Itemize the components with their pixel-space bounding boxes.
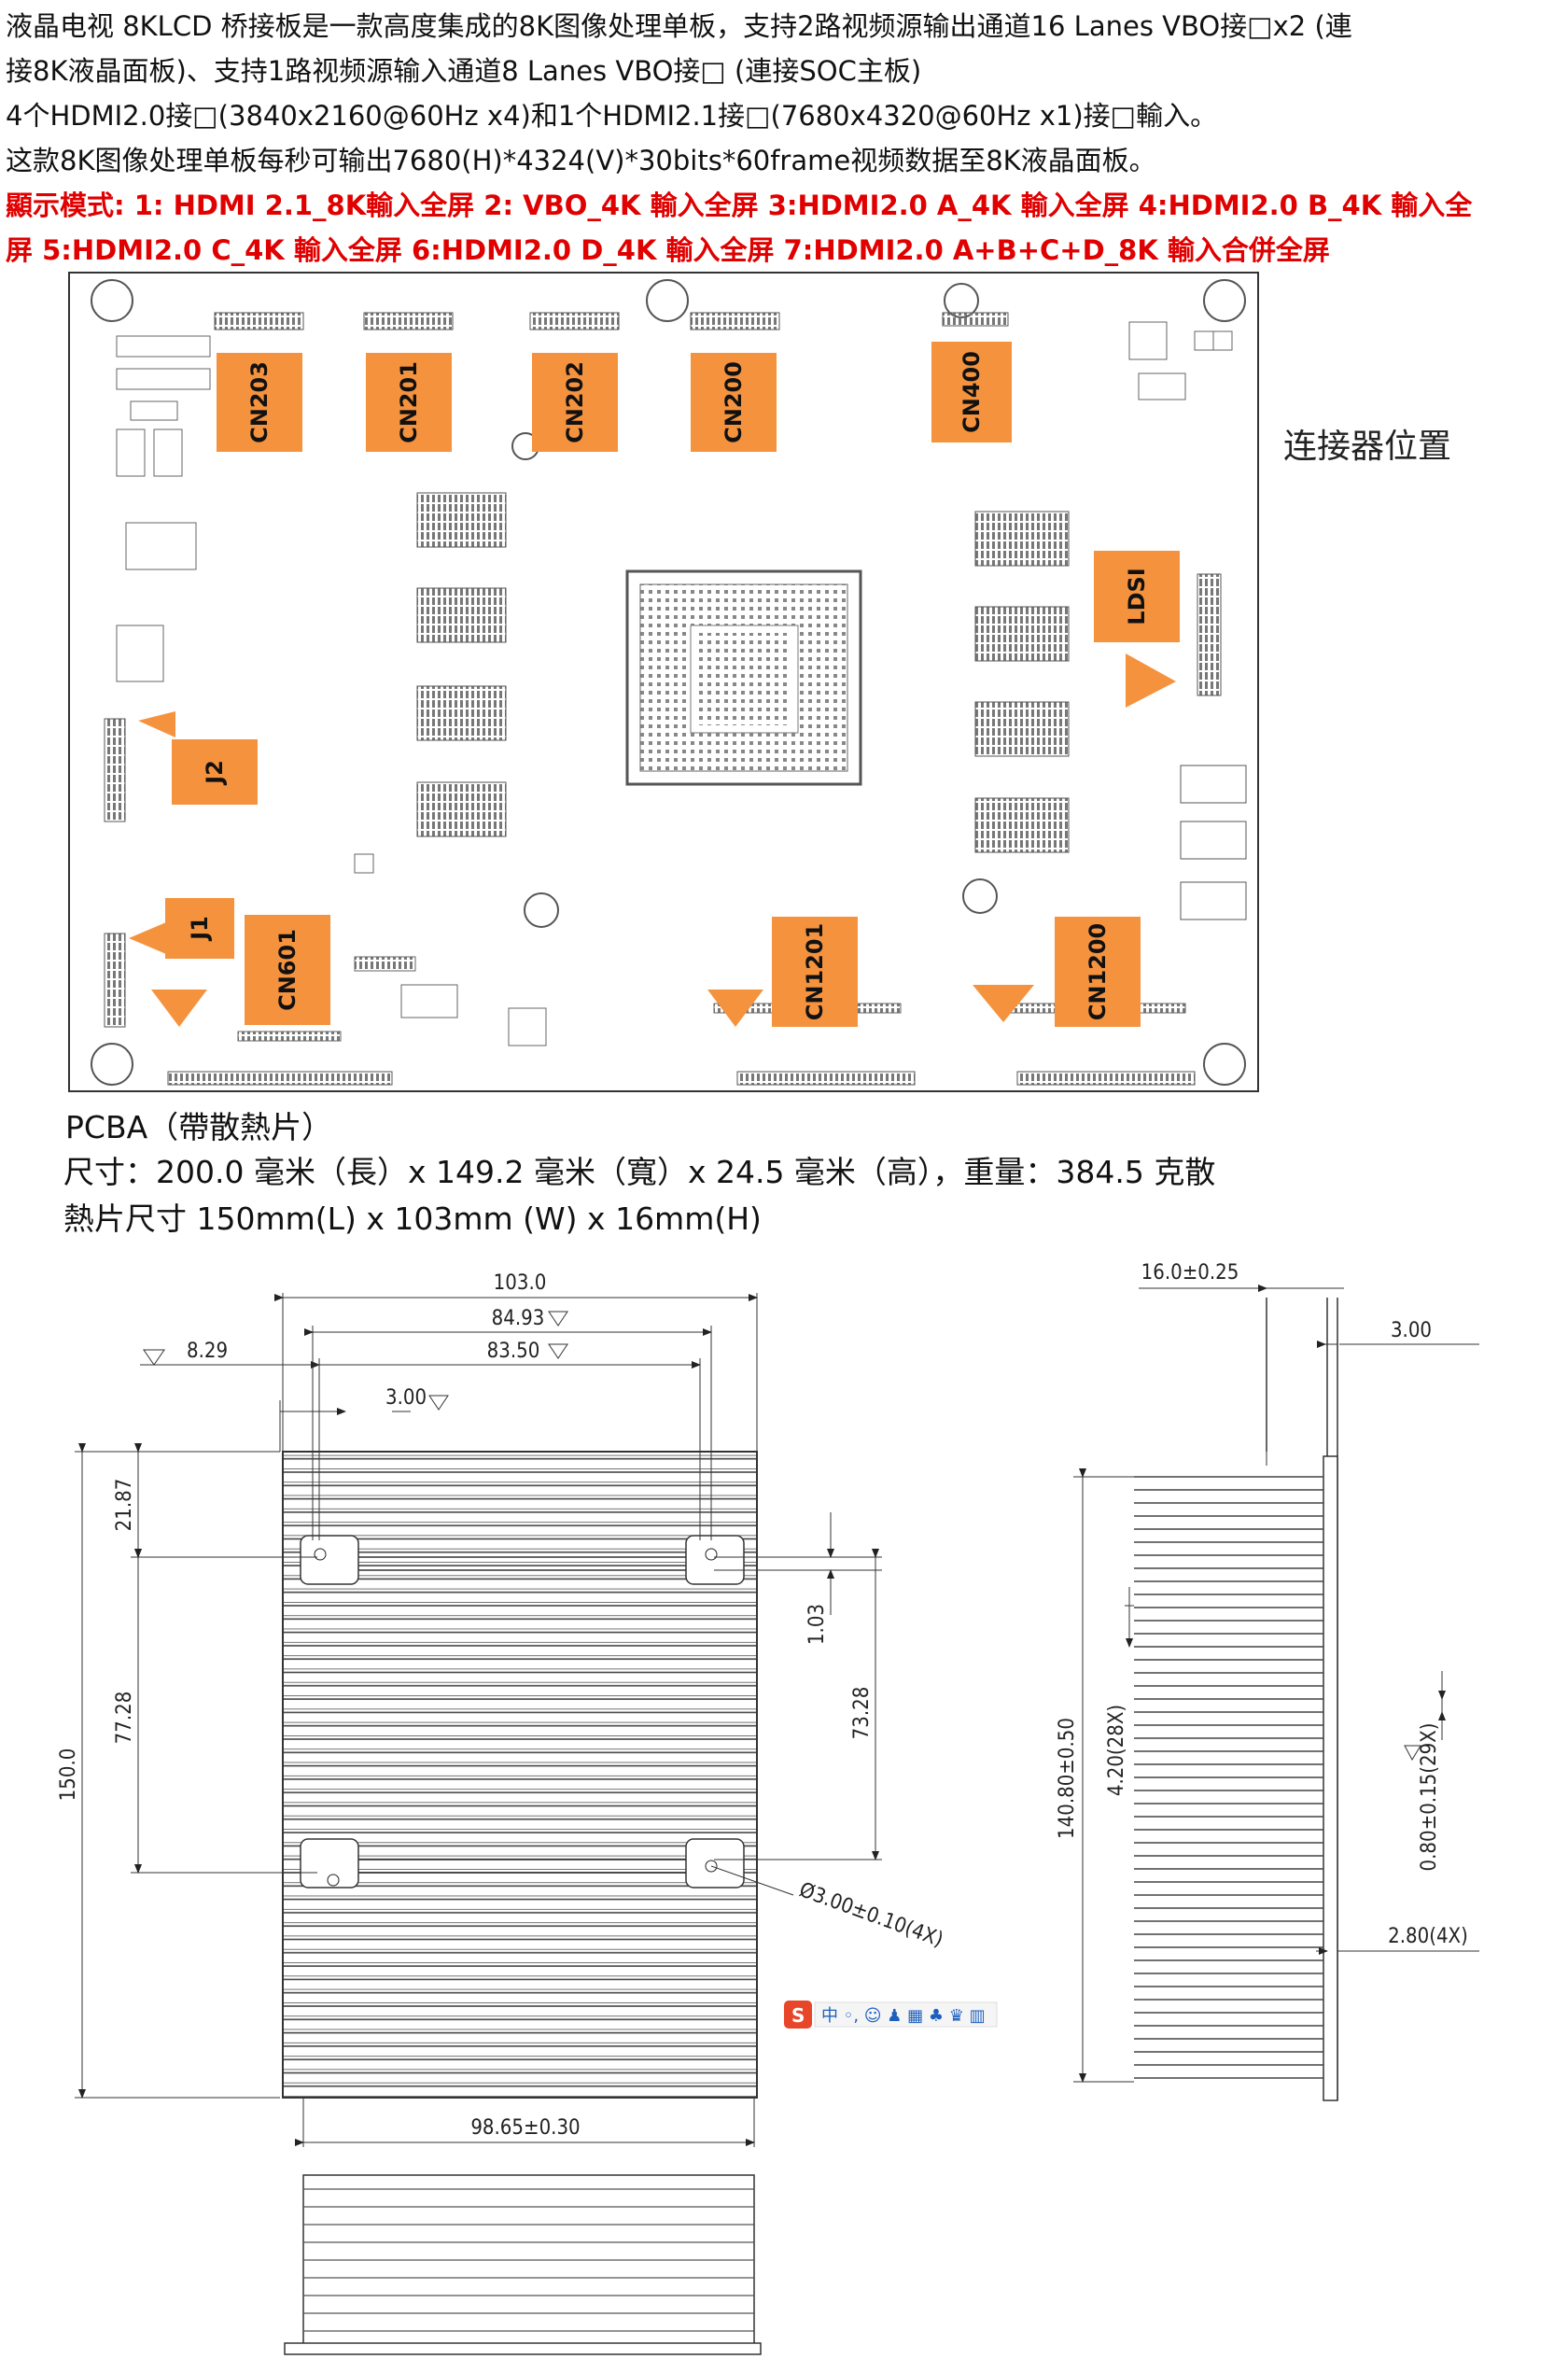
- dim-103: 103.0: [494, 1271, 547, 1295]
- dim-8493: 84.93: [492, 1307, 545, 1330]
- pointer-arrow: [1126, 653, 1176, 708]
- display-mode-line: 屏 5:HDMI2.0 C_4K 輸入全屏 6:HDMI2.0 D_4K 輸入全…: [6, 234, 1330, 266]
- svg-text:S: S: [791, 2004, 805, 2027]
- side-view-dimensions: 16.0±0.25 3.00 140.80±0.50 4.20(28X) 0.8…: [1056, 1261, 1468, 1948]
- label-cn1201: CN1201: [802, 923, 828, 1021]
- heatsink-end-view: [284, 2174, 762, 2355]
- dim-080: 0.80±0.15(29X): [1418, 1723, 1441, 1872]
- label-cn1200: CN1200: [1085, 923, 1111, 1021]
- intro-line: 这款8K图像处理单板每秒可输出7680(H)*4324(V)*30bits*60…: [6, 145, 1156, 176]
- label-cn601: CN601: [274, 929, 301, 1011]
- connector-cn203-box: [217, 353, 302, 452]
- connector-highlights: [129, 342, 1180, 1027]
- connector-cn201-box: [366, 353, 452, 452]
- connector-cn202-box: [532, 353, 618, 452]
- connector-cn601-box: [245, 915, 330, 1025]
- label-cn400: CN400: [959, 351, 985, 433]
- connector-j1-box: [165, 898, 234, 959]
- dim-16: 16.0±0.25: [1141, 1261, 1239, 1285]
- dim-420: 4.20(28X): [1105, 1705, 1128, 1796]
- dim-8350: 83.50: [487, 1340, 540, 1363]
- intro-line: 4个HDMI2.0接□(3840x2160@60Hz x4)和1个HDMI2.1…: [6, 100, 1218, 132]
- dim-150: 150.0: [57, 1748, 80, 1802]
- dim-103b: 1.03: [805, 1604, 829, 1645]
- intro-text: 液晶电视 8KLCD 桥接板是一款高度集成的8K图像处理单板，支持2路视频源输出…: [6, 4, 1562, 273]
- heatsink-top-view: [75, 1293, 882, 2147]
- intro-line: 液晶电视 8KLCD 桥接板是一款高度集成的8K图像处理单板，支持2路视频源输出…: [6, 10, 1352, 42]
- svg-text:中 ◦, ☺ ♟ ▦ ♣ ♛ ▥: 中 ◦, ☺ ♟ ▦ ♣ ♛ ▥: [821, 2006, 986, 2026]
- label-j1: J1: [187, 916, 213, 942]
- dim-7328: 73.28: [850, 1687, 874, 1740]
- pointer-arrow: [138, 711, 175, 737]
- heatsink-size-line: 熱片尺寸 150mm(L) x 103mm (W) x 16mm(H): [63, 1201, 762, 1237]
- pointer-arrow: [707, 990, 763, 1027]
- dim-300: 3.00: [385, 1386, 427, 1410]
- dim-9865: 98.65±0.30: [470, 2116, 580, 2140]
- label-cn200: CN200: [721, 361, 747, 443]
- connector-cn400-box: [931, 342, 1012, 442]
- label-cn201: CN201: [396, 361, 422, 443]
- connector-cn200-box: [691, 353, 777, 452]
- connector-ldsi-box: [1094, 551, 1180, 642]
- connector-position-label: 连接器位置: [1283, 428, 1451, 466]
- ime-toolbar-icon: S 中 ◦, ☺ ♟ ▦ ♣ ♛ ▥: [784, 2001, 998, 2029]
- dim-280: 2.80(4X): [1388, 1925, 1468, 1948]
- intro-line: 接8K液晶面板)、支持1路视频源输入通道8 Lanes VBO接□ (連接SOC…: [6, 55, 922, 87]
- connector-cn1200-box: [1055, 917, 1141, 1027]
- connector-j2-box: [172, 739, 258, 805]
- label-ldsi: LDSI: [1124, 568, 1150, 625]
- dim-829: 8.29: [187, 1340, 228, 1363]
- dim-14080: 140.80±0.50: [1056, 1718, 1079, 1839]
- display-mode-line: 顯示模式: 1: HDMI 2.1_8K輸入全屏 2: VBO_4K 輸入全屏 …: [6, 190, 1473, 221]
- pcba-title: PCBA（帶散熱片）: [65, 1109, 333, 1145]
- heatsink-side-view: [1073, 1285, 1479, 2359]
- dim-300b: 3.00: [1391, 1319, 1432, 1342]
- pointer-arrow: [973, 985, 1034, 1022]
- label-j2: J2: [202, 760, 228, 786]
- pointer-arrow: [151, 990, 207, 1027]
- size-weight-line: 尺寸：200.0 毫米（長）x 149.2 毫米（寬）x 24.5 毫米（高），…: [63, 1154, 1216, 1190]
- dim-2187: 21.87: [113, 1479, 136, 1532]
- connector-cn1201-box: [772, 917, 858, 1027]
- pointer-arrow: [129, 922, 166, 954]
- dim-hole: Ø3.00±0.10(4X): [796, 1878, 946, 1952]
- dim-7728: 77.28: [113, 1692, 136, 1745]
- label-cn203: CN203: [246, 361, 273, 443]
- label-cn202: CN202: [562, 361, 588, 443]
